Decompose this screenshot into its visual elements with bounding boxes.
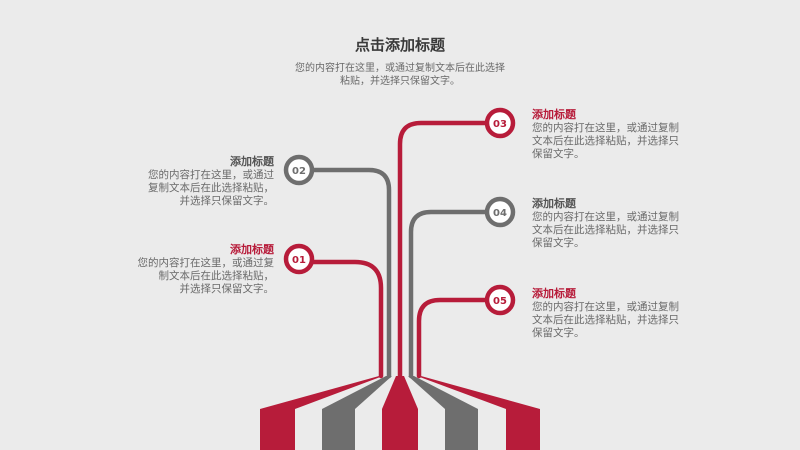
badge-01: 01 xyxy=(283,243,315,275)
item-03-line-3: 保留文字。 xyxy=(532,148,585,160)
stripe-red-center xyxy=(382,409,418,450)
fan-red-1 xyxy=(260,376,383,409)
badge-03-number: 03 xyxy=(493,119,507,130)
item-05-line-2: 文本后在此选择粘贴，并选择只 xyxy=(532,314,679,326)
item-03-line-1: 您的内容打在这里，或通过复制 xyxy=(532,122,679,134)
stripe-red-1 xyxy=(260,409,295,450)
page-subtitle[interactable]: 您的内容打在这里，或通过复制文本后在此选择 粘贴，并选择只保留文字。 xyxy=(280,62,520,88)
item-01-text[interactable]: 您的内容打在这里，或通过复 制文本后在此选择粘贴， 并选择只保留文字。 xyxy=(120,257,275,296)
badge-05-number: 05 xyxy=(493,296,507,307)
subtitle-line-2: 粘贴，并选择只保留文字。 xyxy=(340,76,460,87)
item-01-title[interactable]: 添加标题 xyxy=(230,243,274,256)
stripe-gray-2 xyxy=(445,409,478,450)
item-01-line-2: 制文本后在此选择粘贴， xyxy=(158,270,275,282)
badge-04: 04 xyxy=(484,196,516,228)
fan-gray-1 xyxy=(322,376,392,409)
branch-04 xyxy=(408,209,490,379)
item-01-line-3: 并选择只保留文字。 xyxy=(179,283,275,295)
fan-red-center xyxy=(382,376,418,409)
item-04-line-3: 保留文字。 xyxy=(532,237,585,249)
subtitle-line-1: 您的内容打在这里，或通过复制文本后在此选择 xyxy=(295,63,505,74)
item-05-title[interactable]: 添加标题 xyxy=(532,287,576,300)
item-02-line-1: 您的内容打在这里，或通过 xyxy=(148,169,274,181)
item-05-line-3: 保留文字。 xyxy=(532,327,585,339)
badge-04-number: 04 xyxy=(493,208,507,219)
branch-05 xyxy=(416,297,490,379)
item-04-line-1: 您的内容打在这里，或通过复制 xyxy=(532,211,679,223)
badge-01-number: 01 xyxy=(292,255,306,266)
branch-01 xyxy=(309,259,384,379)
item-05-line-1: 您的内容打在这里，或通过复制 xyxy=(532,301,679,313)
badge-02: 02 xyxy=(283,154,315,186)
item-02-line-2: 复制文本后在此选择粘贴， xyxy=(148,182,274,194)
item-05-text[interactable]: 您的内容打在这里，或通过复制 文本后在此选择粘贴，并选择只 保留文字。 xyxy=(532,301,712,340)
item-01-line-1: 您的内容打在这里，或通过复 xyxy=(137,257,275,269)
item-04-text[interactable]: 您的内容打在这里，或通过复制 文本后在此选择粘贴，并选择只 保留文字。 xyxy=(532,211,712,250)
branch-02 xyxy=(309,167,392,379)
fan-red-2 xyxy=(417,376,540,409)
item-02-text[interactable]: 您的内容打在这里，或通过 复制文本后在此选择粘贴， 并选择只保留文字。 xyxy=(120,169,274,208)
item-03-text[interactable]: 您的内容打在这里，或通过复制 文本后在此选择粘贴，并选择只 保留文字。 xyxy=(532,122,712,161)
page-title[interactable]: 点击添加标题 xyxy=(354,36,445,54)
item-04-line-2: 文本后在此选择粘贴，并选择只 xyxy=(532,224,679,236)
stripe-gray-1 xyxy=(322,409,355,450)
branch-03 xyxy=(397,120,490,379)
item-02-line-3: 并选择只保留文字。 xyxy=(179,195,275,207)
item-04-title[interactable]: 添加标题 xyxy=(532,197,576,210)
base-stripes xyxy=(260,376,540,450)
badge-05: 05 xyxy=(484,284,516,316)
badge-03: 03 xyxy=(484,107,516,139)
badge-02-number: 02 xyxy=(292,166,306,177)
item-03-line-2: 文本后在此选择粘贴，并选择只 xyxy=(532,135,679,147)
item-02-title[interactable]: 添加标题 xyxy=(230,155,274,168)
branches xyxy=(309,120,490,379)
fan-gray-2 xyxy=(408,376,478,409)
stripe-red-2 xyxy=(506,409,540,450)
item-03-title[interactable]: 添加标题 xyxy=(532,108,576,121)
